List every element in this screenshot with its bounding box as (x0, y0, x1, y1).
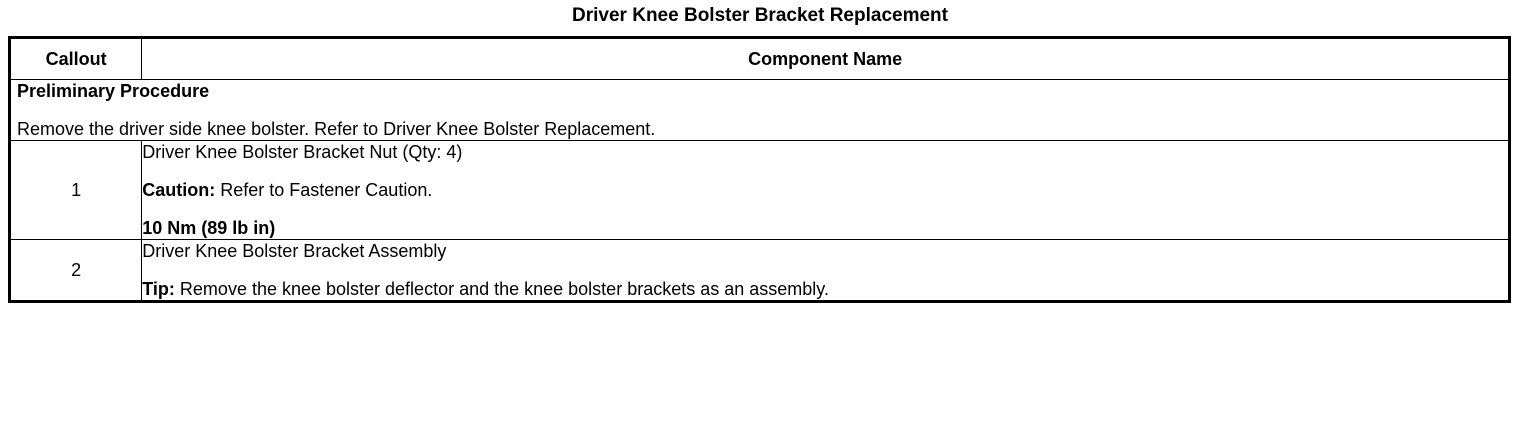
preliminary-procedure-text: Remove the driver side knee bolster. Ref… (17, 119, 656, 139)
column-header-component-name: Component Name (141, 37, 1510, 80)
tip-label: Tip: (142, 279, 175, 299)
component-line: Driver Knee Bolster Bracket Assembly (142, 240, 1508, 262)
component-line: Driver Knee Bolster Bracket Nut (Qty: 4) (142, 141, 1508, 163)
torque-value: 10 Nm (89 lb in) (142, 218, 276, 238)
component-text: Driver Knee Bolster Bracket Nut (Qty: 4) (142, 142, 463, 162)
preliminary-procedure-row: Preliminary Procedure Remove the driver … (9, 79, 1510, 141)
torque-line: 10 Nm (89 lb in) (142, 217, 1508, 239)
component-text: Driver Knee Bolster Bracket Assembly (142, 241, 447, 261)
component-name-cell: Driver Knee Bolster Bracket Assembly Tip… (141, 239, 1510, 302)
tip-text: Remove the knee bolster deflector and th… (174, 279, 829, 299)
parts-table: Callout Component Name Preliminary Proce… (8, 36, 1511, 303)
table-row: 2 Driver Knee Bolster Bracket Assembly T… (8, 239, 1510, 302)
preliminary-procedure-heading: Preliminary Procedure (17, 81, 210, 101)
table-header-row: Callout Component Name (8, 37, 1510, 80)
page-title: Driver Knee Bolster Bracket Replacement (572, 5, 948, 26)
table-row: 1 Driver Knee Bolster Bracket Nut (Qty: … (8, 140, 1510, 240)
callout-number: 1 (8, 140, 143, 240)
table-header: Callout Component Name (8, 37, 1510, 80)
preliminary-procedure-cell: Preliminary Procedure Remove the driver … (9, 79, 1510, 141)
component-name-cell: Driver Knee Bolster Bracket Nut (Qty: 4)… (141, 140, 1510, 240)
callout-number: 2 (8, 239, 143, 302)
caution-text: Refer to Fastener Caution. (215, 180, 433, 200)
tip-line: Tip: Remove the knee bolster deflector a… (142, 278, 1508, 300)
table-body: Preliminary Procedure Remove the driver … (8, 79, 1510, 302)
column-header-callout: Callout (8, 37, 143, 80)
caution-line: Caution: Refer to Fastener Caution. (142, 179, 1508, 201)
caution-label: Caution: (142, 180, 216, 200)
